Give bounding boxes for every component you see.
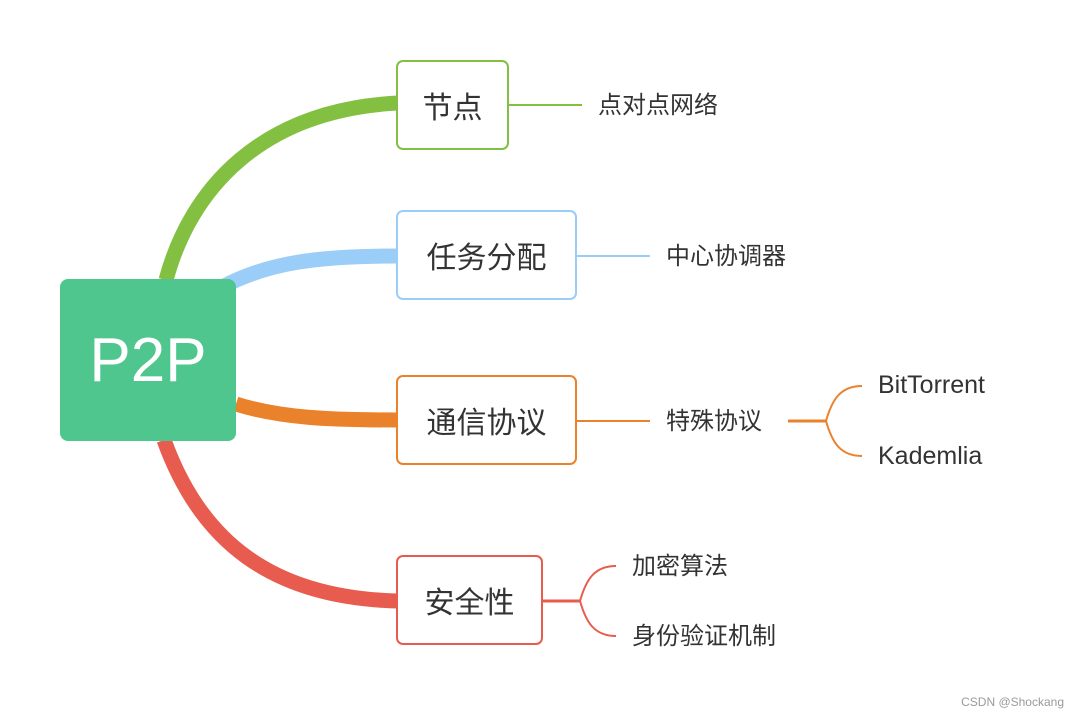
watermark: CSDN @Shockang <box>961 695 1064 709</box>
leaf-p2p-network[interactable]: 点对点网络 <box>598 91 718 119</box>
leaf-central-coordinator[interactable]: 中心协调器 <box>666 242 786 270</box>
sub-link-authentication <box>579 600 617 637</box>
sub-link-kademlia <box>825 420 863 457</box>
sub-link-bittorrent <box>825 385 863 422</box>
branch-node-security[interactable]: 安全性 <box>396 555 543 645</box>
branch-link-protocol <box>233 396 399 428</box>
leaf-bittorrent[interactable]: BitTorrent <box>878 371 985 399</box>
branch-link-security <box>156 437 399 609</box>
branch-node-nodes[interactable]: 节点 <box>396 60 509 150</box>
branch-link-nodes <box>158 95 399 282</box>
root-node-p2p[interactable]: P2P <box>60 279 236 441</box>
leaf-special-protocol[interactable]: 特殊协议 <box>666 407 762 435</box>
branch-link-task-allocation <box>220 248 399 293</box>
sub-link-encryption <box>579 565 617 602</box>
leaf-kademlia[interactable]: Kademlia <box>878 442 983 470</box>
leaf-encryption-algorithm[interactable]: 加密算法 <box>632 552 728 580</box>
leaf-authentication-mechanism[interactable]: 身份验证机制 <box>632 622 776 650</box>
branch-node-task-allocation[interactable]: 任务分配 <box>396 210 577 300</box>
branch-node-protocol[interactable]: 通信协议 <box>396 375 577 465</box>
